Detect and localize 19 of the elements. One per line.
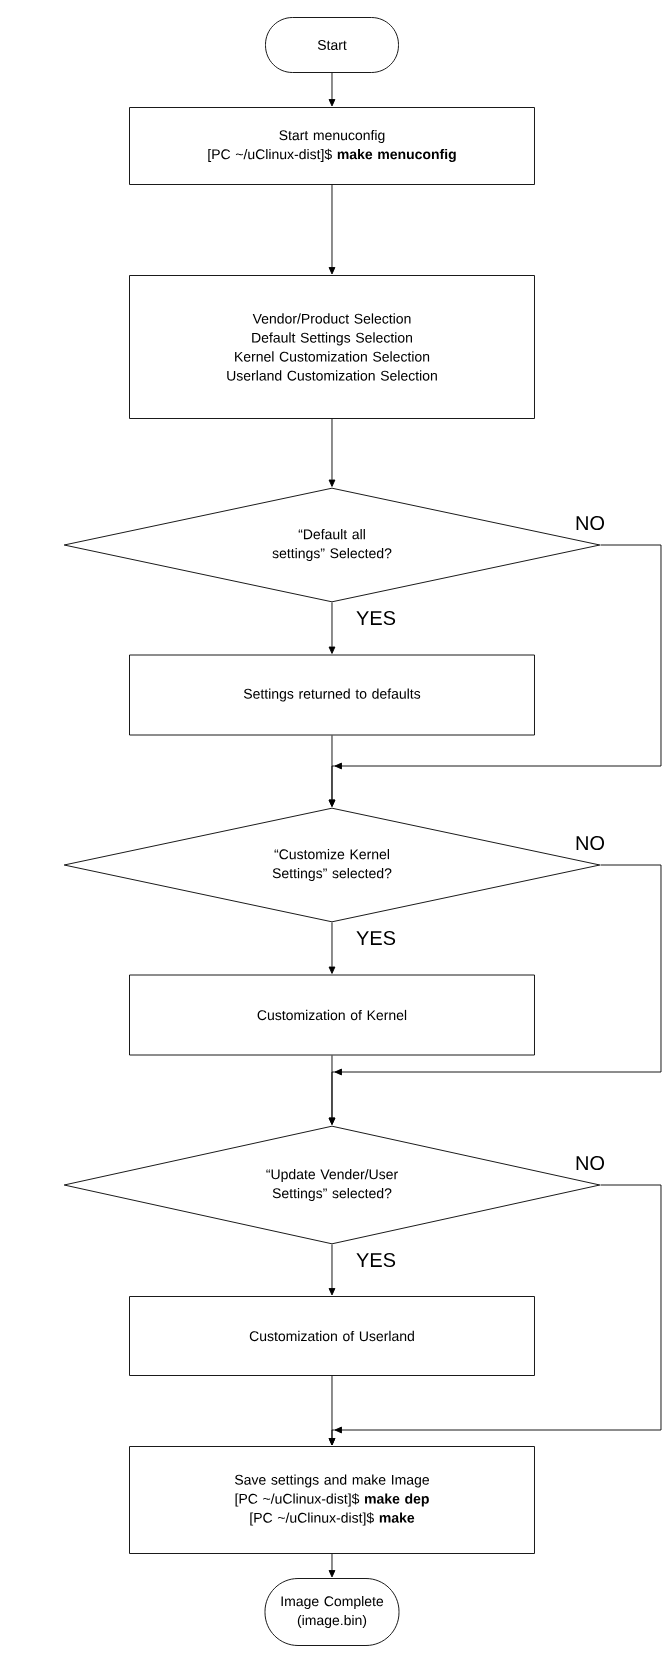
arrow xyxy=(328,922,336,974)
arrow xyxy=(328,1244,336,1296)
arrow xyxy=(328,1375,336,1446)
arrow xyxy=(328,1553,336,1578)
edge-label: YES xyxy=(355,1251,397,1269)
process-box: Vendor/Product Selection Default Settings Selection Kernel Customization Selection Userland Customization Selection xyxy=(129,275,535,419)
process-box: Save settings and make Image [PC ~/uClinux-dist]$ make dep [PC ~/uClinux-dist]$ make xyxy=(129,1446,535,1554)
process-box: Customization of Userland xyxy=(129,1296,535,1376)
edge-label: YES xyxy=(355,609,397,627)
arrow xyxy=(328,72,336,107)
arrow xyxy=(328,735,336,807)
arrow xyxy=(328,184,336,275)
process-box: Start menuconfig [PC ~/uClinux-dist]$ make menuconfig xyxy=(129,107,535,185)
process-box: Settings returned to defaults xyxy=(129,654,535,736)
arrow xyxy=(328,418,336,487)
process-box: Customization of Kernel xyxy=(129,974,535,1056)
arrow xyxy=(328,1055,336,1125)
edge-label: YES xyxy=(355,929,397,947)
arrow xyxy=(328,602,336,654)
